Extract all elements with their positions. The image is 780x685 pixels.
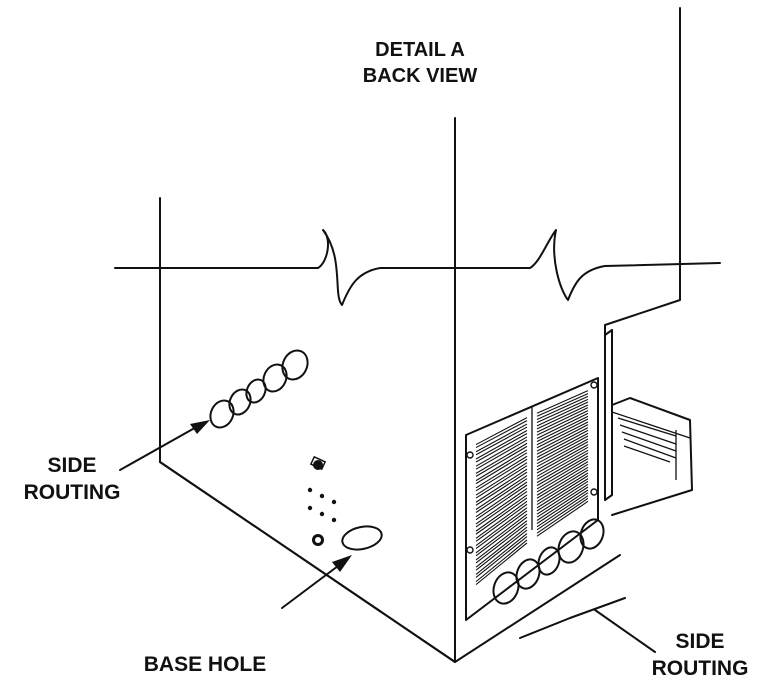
connector-cluster bbox=[307, 455, 337, 546]
side-routing-right-line-2: ROUTING bbox=[652, 657, 749, 680]
side-routing-left-line-1: SIDE bbox=[47, 454, 96, 477]
callout-arrows bbox=[119, 420, 656, 653]
title-line-2: BACK VIEW bbox=[363, 65, 478, 87]
title-line-1: DETAIL A bbox=[375, 39, 465, 61]
side-routing-holes bbox=[209, 349, 309, 429]
cabinet-outline bbox=[159, 7, 681, 663]
rear-box bbox=[611, 397, 693, 516]
base-hole bbox=[341, 525, 383, 551]
arrow-head-side-routing bbox=[190, 420, 210, 434]
bottom-routing-holes bbox=[492, 518, 605, 605]
base-hole-label: BASE HOLE bbox=[144, 653, 267, 676]
break-line bbox=[114, 229, 721, 306]
vent-panel bbox=[465, 377, 599, 621]
side-routing-left-line-2: ROUTING bbox=[24, 481, 121, 504]
arrow-head-base-hole bbox=[332, 555, 352, 572]
side-routing-right-line-1: SIDE bbox=[675, 630, 724, 653]
